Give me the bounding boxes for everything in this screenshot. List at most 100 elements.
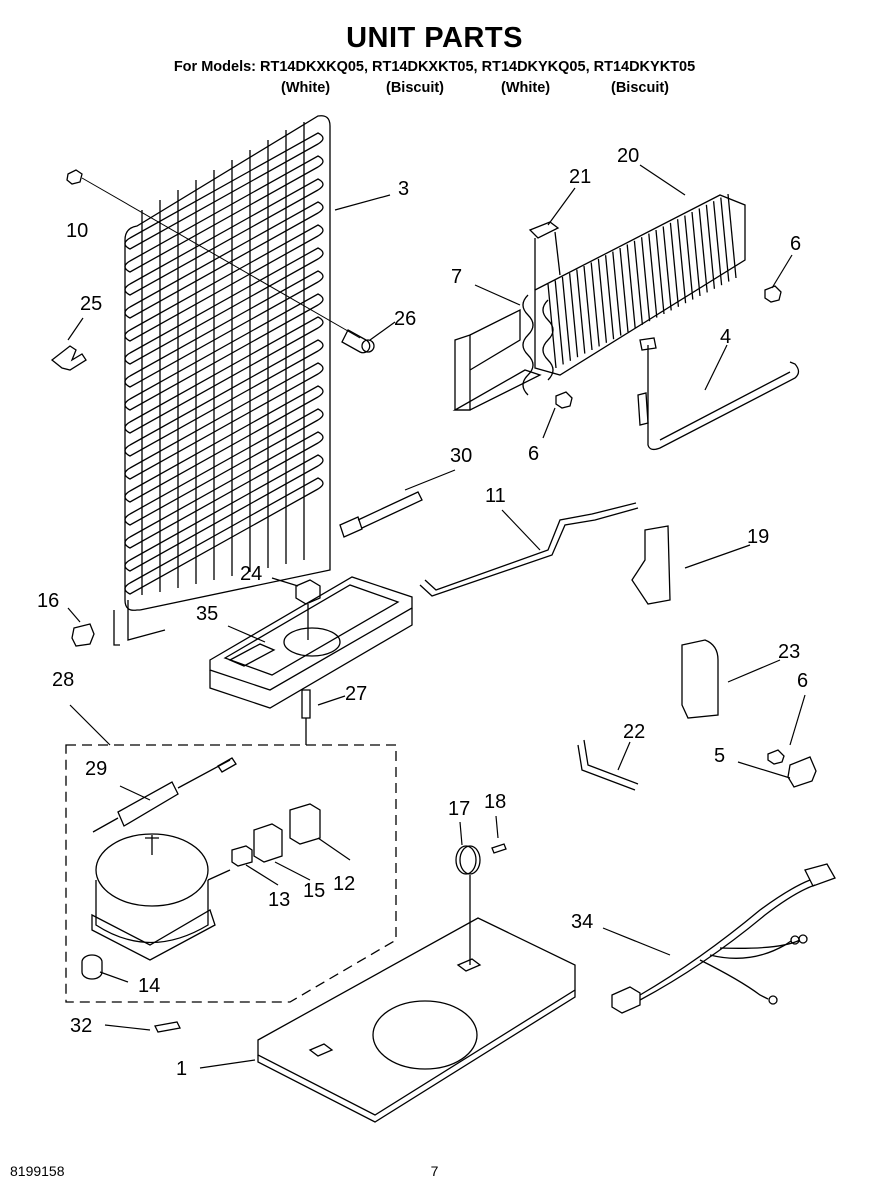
condenser-loop [124, 362, 324, 480]
callout-25: 25 [80, 293, 102, 315]
clip-32 [154, 1021, 181, 1033]
callout-22: 22 [623, 721, 645, 743]
evaporator-fin [727, 193, 737, 279]
condenser-loop [124, 201, 324, 319]
cover-12 [289, 803, 321, 845]
relay-15 [253, 823, 283, 863]
condenser-loop [124, 339, 324, 457]
callout-20: 20 [617, 145, 639, 167]
bracket-5 [787, 756, 817, 788]
drain-tube-11 [419, 502, 639, 597]
compressor-assembly-boundary [65, 744, 397, 1003]
evaporator-fin [655, 229, 665, 315]
evaporator-fin [597, 258, 608, 343]
condenser-loop [124, 270, 324, 388]
insulation-19 [631, 525, 671, 605]
roller-17 [455, 845, 481, 875]
grommet-24 [295, 579, 321, 605]
condenser-loop [124, 178, 324, 296]
clip-25 [50, 345, 87, 371]
filter-drier [92, 757, 237, 833]
evaporator-fin [626, 244, 636, 329]
callout-12: 12 [333, 873, 355, 895]
callout-32: 32 [70, 1015, 92, 1037]
evaporator-fin [712, 201, 723, 286]
screw-6-upper [764, 285, 782, 303]
condenser-loop [124, 454, 324, 572]
overload-13 [231, 845, 253, 867]
evaporator-fin [604, 255, 615, 340]
evaporator-fin [583, 265, 593, 351]
callout-1: 1 [176, 1058, 187, 1080]
condenser-loop [124, 316, 324, 434]
callout-14: 14 [138, 975, 160, 997]
evaporator-fin [669, 222, 680, 307]
leader-lines [67, 164, 806, 1069]
bracket-21 [528, 221, 561, 290]
callout-16: 16 [37, 590, 59, 612]
evaporator-fin [590, 262, 600, 347]
callout-13: 13 [268, 889, 290, 911]
callout-7: 7 [451, 266, 462, 288]
callout-6-bracket: 6 [797, 670, 808, 692]
clip-16 [71, 623, 95, 647]
callout-26: 26 [394, 308, 416, 330]
evaporator-fin [640, 237, 651, 322]
color-label-3: (White) [501, 80, 551, 96]
callout-18: 18 [484, 791, 506, 813]
callout-21: 21 [569, 166, 591, 188]
color-label-2: (Biscuit) [386, 80, 444, 96]
callout-4: 4 [720, 326, 731, 348]
evaporator-fin [568, 273, 579, 358]
color-label-1: (White) [281, 80, 331, 96]
condenser-loop [124, 132, 324, 250]
evaporator-fin [684, 215, 694, 300]
evaporator-fin [633, 240, 644, 325]
callout-34: 34 [571, 911, 593, 933]
wire-harness [611, 863, 836, 1014]
callout-15: 15 [303, 880, 325, 902]
callout-35: 35 [196, 603, 218, 625]
evaporator-fin [561, 276, 572, 361]
condenser-loop [124, 431, 324, 549]
callout-29: 29 [85, 758, 107, 780]
drain-pan [209, 576, 413, 709]
screw-18 [491, 843, 507, 854]
compressor-grommet-14 [81, 954, 103, 980]
evaporator [522, 193, 746, 396]
evaporator-fin [612, 251, 622, 336]
compressor [91, 833, 231, 961]
shield-7 [452, 308, 542, 411]
condenser-loop [124, 155, 324, 273]
evaporator-fin [648, 233, 658, 318]
defrost-heater [637, 337, 800, 451]
condenser-loop [124, 247, 324, 365]
document-number: 8199158 [10, 1163, 65, 1179]
callout-6-evaporator: 6 [790, 233, 801, 255]
screw-6-lower [555, 391, 573, 409]
evaporator-fin [698, 208, 708, 293]
condenser-coil [113, 115, 331, 646]
evaporator-fin [554, 280, 564, 365]
screw-6-bracket [767, 749, 785, 765]
evaporator-fin [576, 269, 586, 354]
callout-5: 5 [714, 745, 725, 767]
callout-17: 17 [448, 798, 470, 820]
callout-27: 27 [345, 683, 367, 705]
evaporator-fin [619, 247, 629, 333]
thermistor-30 [339, 491, 423, 538]
evaporator-fin [705, 204, 716, 289]
spacer-26 [341, 329, 375, 354]
evaporator-fin [676, 219, 687, 304]
callout-24: 24 [240, 563, 262, 585]
insulation-23 [681, 639, 719, 719]
base-pan [257, 875, 576, 1123]
color-label-4: (Biscuit) [611, 80, 669, 96]
condenser-loop [124, 385, 324, 503]
callout-6-shield: 6 [528, 443, 539, 465]
evaporator-fin [720, 197, 730, 282]
callout-numbers: 1 3 4 5 6 6 6 7 10 11 12 13 14 15 16 17 … [37, 145, 808, 1080]
tube-22 [577, 739, 639, 791]
condenser-loop [124, 293, 324, 411]
